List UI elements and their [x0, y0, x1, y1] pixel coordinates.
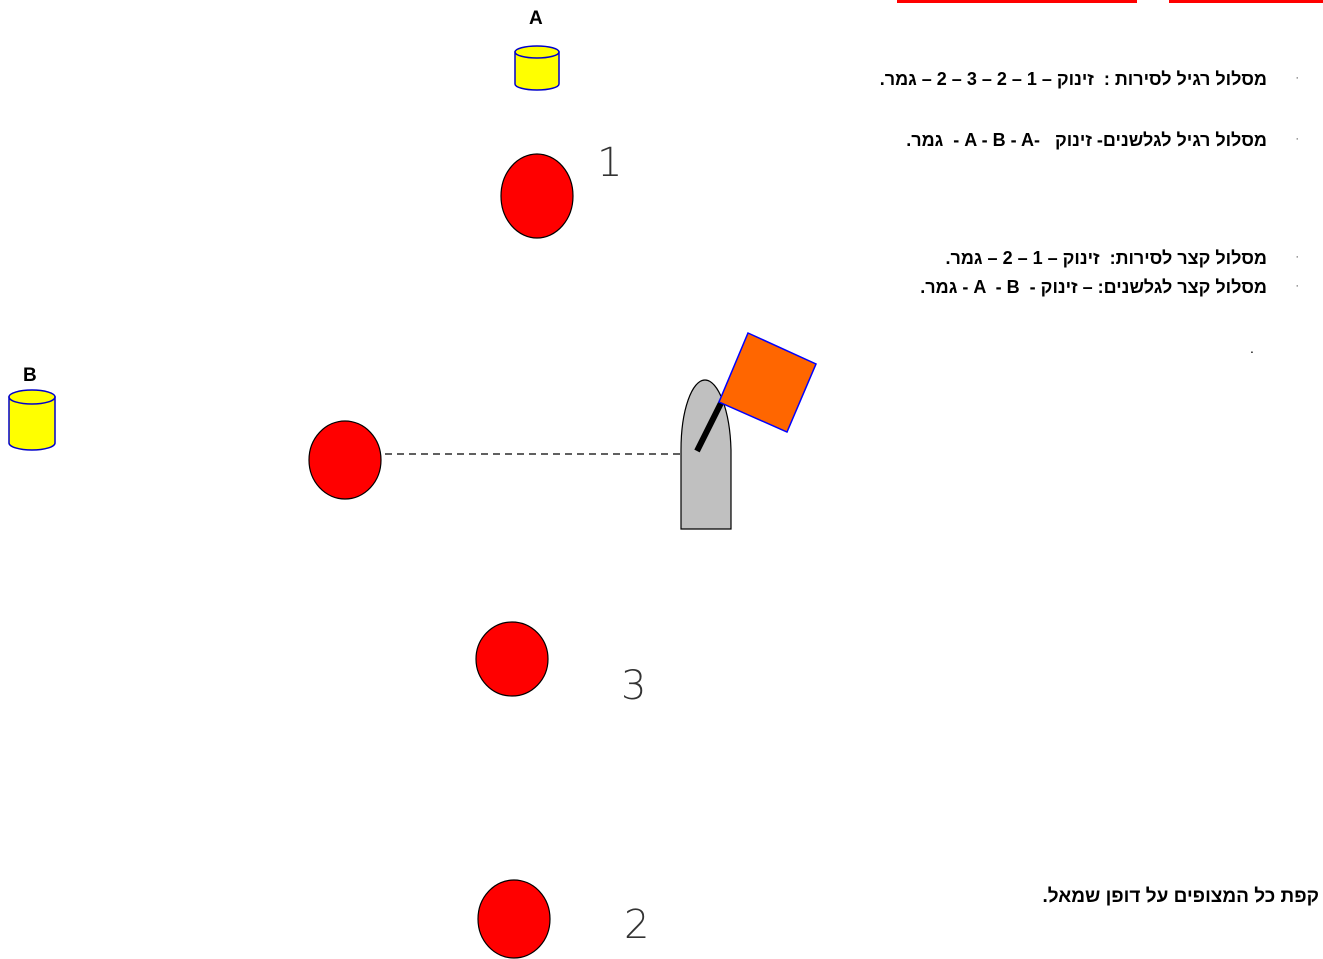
rounding-instruction: קפת כל המצופים על דופן שמאל. [1042, 886, 1319, 907]
committee-boat-icon [680, 379, 732, 530]
top-decoration-bar-left [897, 0, 1137, 3]
mark-3-label: 3 [621, 663, 647, 709]
route-bullet: · [1295, 72, 1299, 84]
route-boats-short: מסלול קצר לסירות: זינוק – 1 – 2 – גמר. [945, 248, 1267, 268]
mark-3-icon [475, 621, 549, 697]
orange-flag-icon [718, 331, 817, 433]
route-windsurf-short: מסלול קצר לגלשנים: – זינוק - A - B - גמר… [920, 277, 1267, 297]
route-bullet: · [1295, 133, 1299, 145]
stray-dot: . [1250, 340, 1254, 356]
buoy-a-icon [514, 45, 560, 91]
start-pin-mark-icon [308, 420, 382, 500]
route-bullet: · [1295, 251, 1299, 263]
flag-pole [694, 399, 725, 453]
mark-1-label: 1 [597, 140, 623, 186]
buoy-b-label: B [23, 365, 37, 386]
route-boats-regular: מסלול רגיל לסירות : זינוק – 1 – 2 – 3 – … [879, 69, 1267, 89]
route-windsurf-regular: מסלול רגיל לגלשנים- זינוק -A - B - A - ג… [906, 130, 1267, 150]
route-bullet: · [1295, 280, 1299, 292]
mark-2-icon [477, 879, 551, 959]
mark-2-label: 2 [624, 902, 650, 948]
buoy-b-icon [8, 389, 56, 451]
top-decoration-bar-right [1169, 0, 1323, 3]
buoy-a-label: A [529, 8, 543, 29]
mark-1-icon [500, 153, 574, 239]
